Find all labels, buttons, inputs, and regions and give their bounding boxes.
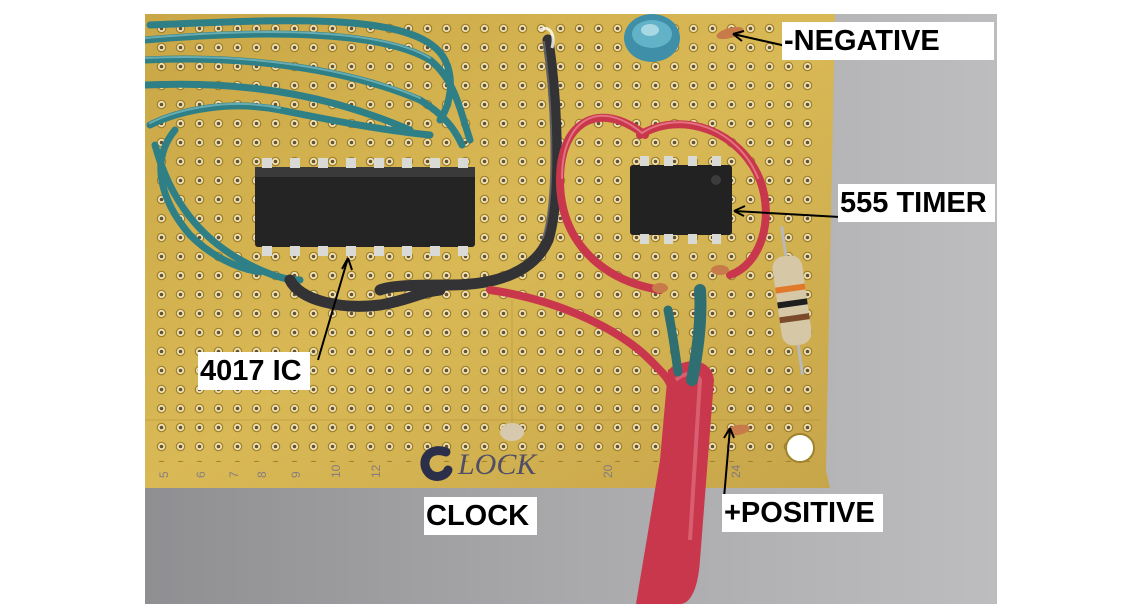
clock-label: CLOCK: [424, 497, 538, 535]
svg-text:24: 24: [729, 464, 743, 478]
mounting-hole: [785, 433, 815, 463]
timer-arrow: [733, 210, 841, 218]
positive-terminal-label: +POSITIVE: [722, 494, 883, 532]
teal-wire-bundle: [141, 17, 474, 284]
teal-wire-to-cable: [686, 284, 707, 386]
svg-text:6: 6: [194, 471, 208, 478]
annotation-arrows: [317, 30, 841, 499]
svg-text:10: 10: [329, 464, 343, 478]
electrolytic-capacitor: [624, 14, 680, 62]
svg-text:8: 8: [255, 471, 269, 478]
timer-555-label: 555 TIMER: [838, 184, 995, 222]
black-wires: [284, 34, 562, 312]
negative-arrow: [732, 33, 787, 47]
svg-text:7: 7: [227, 471, 241, 478]
svg-text:LOCK: LOCK: [457, 448, 538, 481]
teal-wire-highlights: [144, 31, 431, 124]
ic-4017-chip: [255, 158, 475, 256]
negative-terminal-label: -NEGATIVE: [782, 22, 994, 60]
svg-text:5: 5: [157, 471, 171, 478]
power-cable-red: [636, 361, 714, 604]
ic4017-arrow: [317, 257, 349, 361]
svg-text:20: 20: [601, 464, 615, 478]
positive-arrow: [723, 427, 731, 499]
ic-555-timer-chip: [630, 156, 732, 244]
ic-4017-label: 4017 IC: [198, 352, 310, 390]
handwritten-clock-marking: LOCK: [420, 446, 538, 481]
svg-text:12: 12: [369, 464, 383, 478]
resistor: [772, 225, 812, 375]
svg-text:9: 9: [289, 471, 303, 478]
